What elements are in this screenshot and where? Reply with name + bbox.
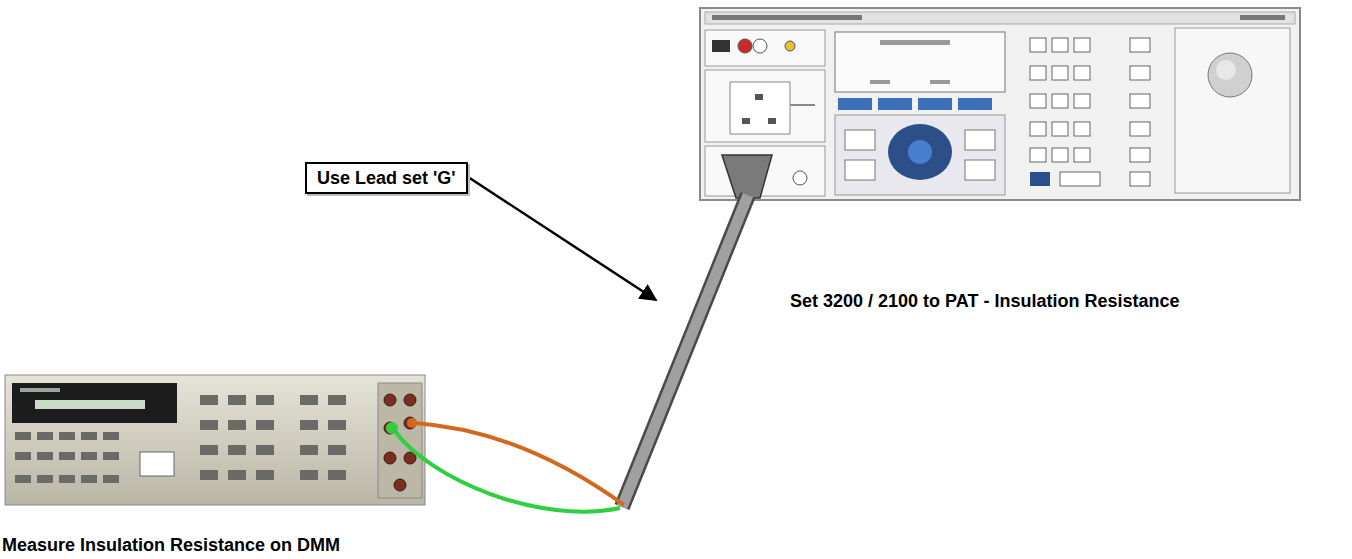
callout-text: Use Lead set 'G' <box>317 167 456 189</box>
calibrator <box>700 8 1300 200</box>
wire-end <box>407 418 417 428</box>
caption-label: Measure Insulation Resistance on DMM <box>2 534 340 556</box>
leader-arrow <box>470 178 656 300</box>
dmm <box>5 375 425 505</box>
orange-wire <box>414 423 624 505</box>
callout-box: Use Lead set 'G' <box>305 162 468 194</box>
green-wire <box>394 430 620 512</box>
wire-end <box>386 422 398 434</box>
caption-label: Set 3200 / 2100 to PAT - Insulation Resi… <box>790 290 1179 312</box>
lead-cable-core <box>622 195 748 507</box>
lead-cable <box>622 195 748 507</box>
